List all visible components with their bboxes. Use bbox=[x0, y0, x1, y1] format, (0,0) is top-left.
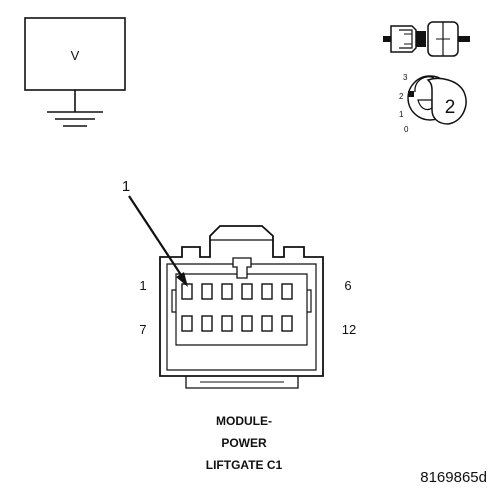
pin-cavity bbox=[221, 283, 233, 300]
pin-cavity bbox=[201, 315, 213, 332]
pin-label-1: 1 bbox=[139, 278, 146, 293]
pin-label-6: 6 bbox=[344, 278, 351, 293]
pin-cavity bbox=[261, 315, 273, 332]
connector-name-line-2: POWER bbox=[221, 436, 267, 450]
dial-mark-0: 0 bbox=[404, 125, 409, 134]
pin-cavity bbox=[241, 315, 253, 332]
pin-label-12: 12 bbox=[342, 322, 356, 337]
connector-inner-rim bbox=[166, 263, 317, 371]
figure-id: 8169865d bbox=[420, 469, 487, 486]
connector-housing bbox=[159, 225, 324, 377]
callout-leader bbox=[128, 195, 188, 287]
voltmeter-label: V bbox=[71, 48, 80, 63]
latch-tab bbox=[232, 257, 252, 279]
connector-name-line-3: LIFTGATE C1 bbox=[206, 458, 283, 472]
probe-number: 2 bbox=[445, 97, 456, 118]
pin-cavity bbox=[221, 315, 233, 332]
voltmeter-symbol: V bbox=[24, 17, 126, 127]
pin-cavity bbox=[281, 315, 293, 332]
dial-mark-2: 2 bbox=[399, 92, 404, 101]
pin-cavity bbox=[181, 315, 193, 332]
connector-name-line-1: MODULE- bbox=[216, 414, 272, 428]
arrowhead-icon bbox=[176, 272, 188, 287]
connector-body bbox=[159, 225, 324, 389]
connector-name: MODULE- POWER LIFTGATE C1 bbox=[206, 414, 283, 472]
ground-icon bbox=[47, 111, 103, 127]
pin-cavity bbox=[201, 283, 213, 300]
pin-row-bottom bbox=[181, 315, 293, 332]
bottom-key bbox=[185, 376, 299, 389]
probe-connector-icon bbox=[383, 21, 470, 57]
pin-cavity-frame bbox=[175, 273, 308, 346]
probe-dial-icon: 3 2 1 0 2 bbox=[399, 73, 467, 134]
dial-mark-3: 3 bbox=[403, 73, 408, 82]
callout-number: 1 bbox=[122, 178, 130, 195]
pin-cavity bbox=[281, 283, 293, 300]
dial-mark-1: 1 bbox=[399, 110, 404, 119]
pin-label-7: 7 bbox=[139, 322, 146, 337]
pin-cavity bbox=[241, 283, 253, 300]
pin-cavity bbox=[261, 283, 273, 300]
